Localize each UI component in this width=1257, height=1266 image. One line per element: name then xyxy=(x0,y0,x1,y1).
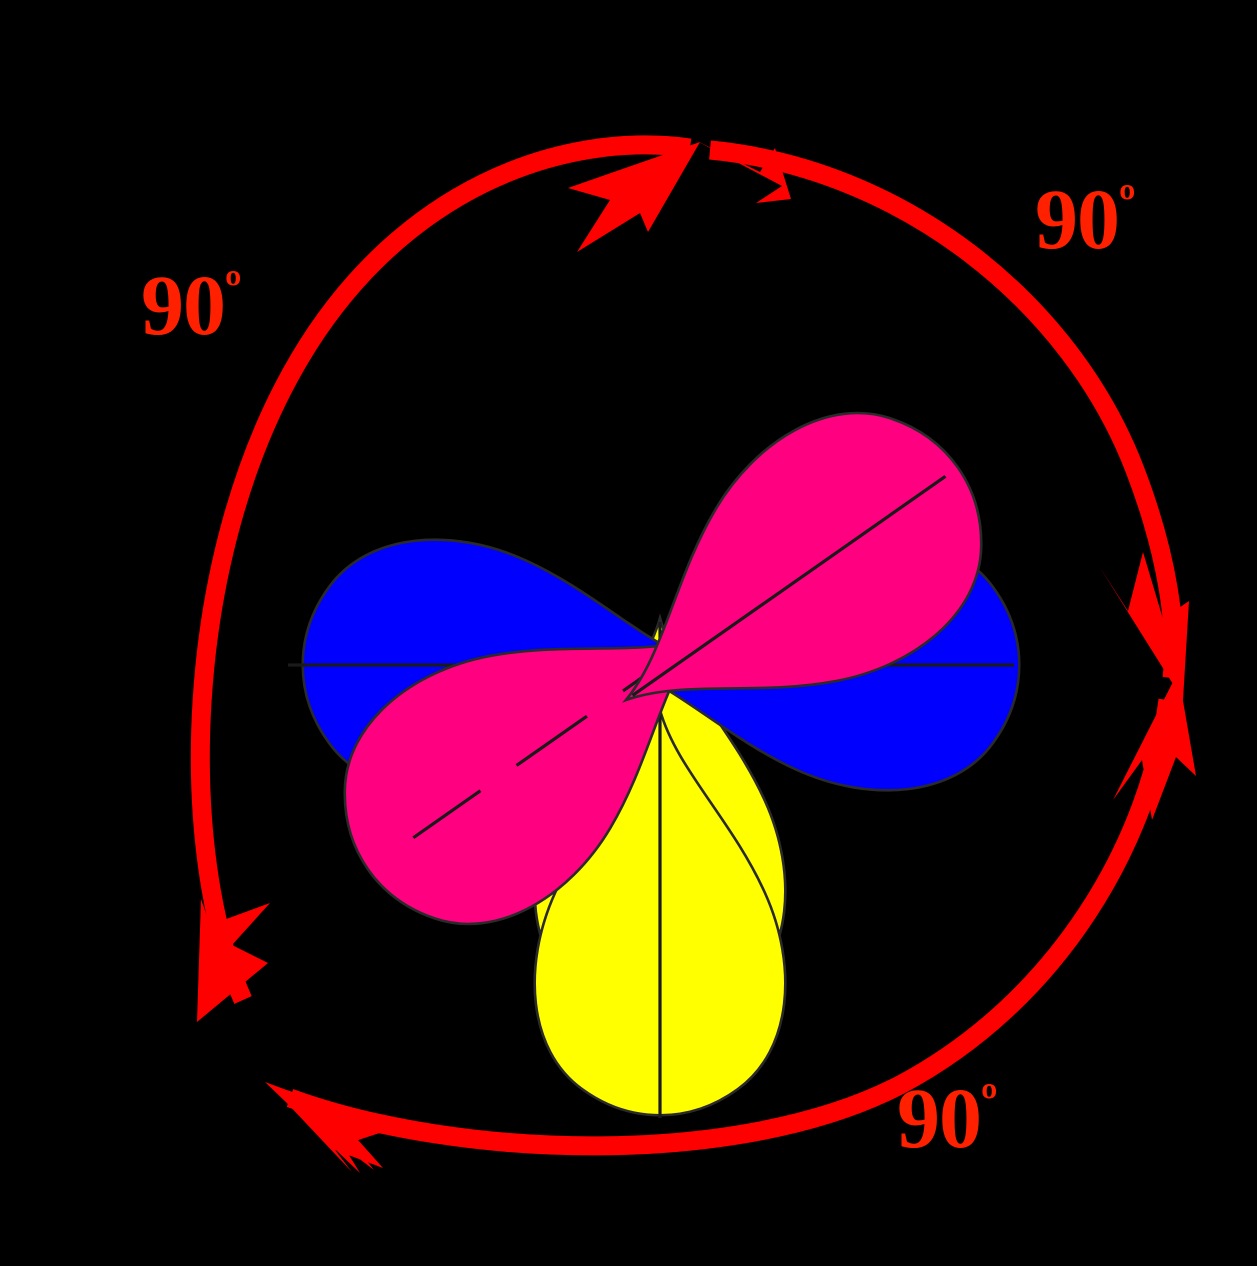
lobe-yellow-bottom[interactable] xyxy=(533,708,787,1118)
angle-label-upper-left-value: 90 xyxy=(141,257,226,353)
angle-label-upper-right-superscript: º xyxy=(1119,174,1136,230)
angle-label-bottom-superscript: º xyxy=(981,1073,998,1129)
lobes-group xyxy=(288,363,1032,1118)
angle-label-upper-right: 90º xyxy=(1035,174,1136,262)
arc-arrow-bottom[interactable] xyxy=(265,672,1196,1173)
arc-arrows-group xyxy=(190,135,1196,1173)
angle-label-upper-left-superscript: º xyxy=(225,260,242,316)
lobe-magenta-lower-left[interactable] xyxy=(552,363,1032,804)
angle-label-upper-left: 90º xyxy=(141,260,242,348)
angle-label-bottom: 90º xyxy=(897,1073,998,1161)
angle-label-upper-right-value: 90 xyxy=(1035,171,1120,267)
arc-arrow-upper-right[interactable] xyxy=(695,140,1189,700)
angle-label-bottom-value: 90 xyxy=(897,1070,982,1166)
arc-arrow-upper-left[interactable] xyxy=(190,135,700,1022)
